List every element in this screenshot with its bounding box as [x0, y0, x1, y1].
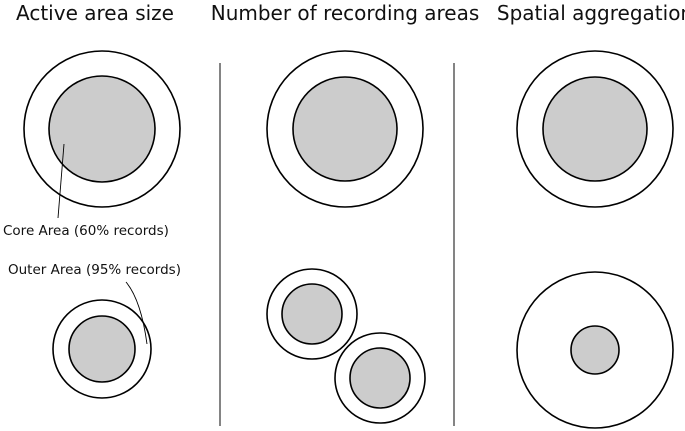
large-active-area [23, 50, 181, 208]
core-area-label: Core Area (60% records) [3, 223, 169, 239]
single-recording-area [266, 50, 424, 208]
core-area-circle [570, 325, 620, 375]
core-area-circle [281, 283, 343, 345]
core-area-circle [542, 76, 648, 182]
panel-number-of-recording-areas [266, 50, 426, 424]
outer-area-label: Outer Area (95% records) [8, 262, 181, 278]
panel-title-active-area-size: Active area size [16, 1, 174, 25]
panel-title-spatial-aggregation: Spatial aggregation [497, 1, 685, 25]
core-area-circle [292, 76, 398, 182]
panel-active-area-size: Core Area (60% records) Outer Area (95% … [3, 50, 181, 399]
recording-area-two [334, 332, 426, 424]
outer-area-leader-line [125, 281, 148, 345]
recording-area-one [266, 268, 358, 360]
small-active-area [52, 299, 152, 399]
aggregated-area [516, 50, 674, 208]
panel-spatial-aggregation [516, 50, 674, 429]
dispersed-area [516, 271, 674, 429]
core-area-circle [68, 315, 136, 383]
panel-title-number-of-recording-areas: Number of recording areas [211, 1, 480, 25]
core-area-circle [48, 75, 156, 183]
core-area-leader-line [57, 143, 65, 219]
core-area-circle [349, 347, 411, 409]
